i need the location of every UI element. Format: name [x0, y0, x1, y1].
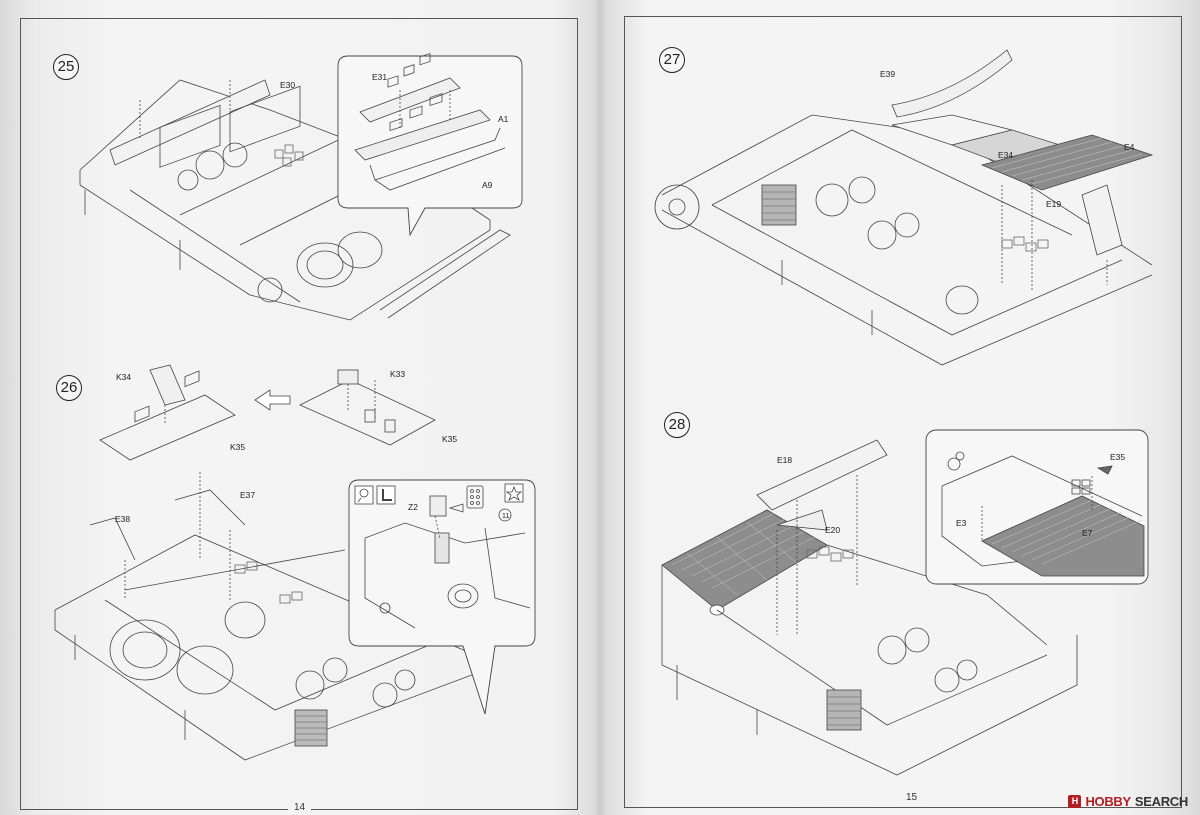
label-k35-right: K35 [442, 434, 457, 444]
label-z2: Z2 [408, 502, 418, 512]
page-number: 15 [900, 792, 924, 804]
watermark-brand: HOBBY [1085, 794, 1131, 809]
label-k33: K33 [390, 369, 405, 379]
detail-inset: E35 E3 E7 [925, 429, 1149, 585]
label-e37: E37 [240, 490, 255, 500]
label-e7: E7 [1082, 528, 1093, 538]
label-e34: E34 [998, 150, 1013, 160]
detail-inset: E31 A1 A9 [337, 52, 523, 237]
hull-grating-drawing: E18 E20 [661, 439, 1078, 776]
hobbysearch-watermark: H HOBBY SEARCH [1068, 794, 1188, 809]
left-page: 25 [0, 0, 598, 815]
label-e39: E39 [880, 69, 895, 79]
step-27: 27 [602, 0, 1200, 380]
page-number: 14 [288, 802, 312, 814]
step-25: 25 [0, 0, 598, 360]
label-e35: E35 [1110, 452, 1125, 462]
step-number: 28 [664, 412, 690, 438]
label-e3: E3 [956, 518, 967, 528]
step-number: 25 [53, 54, 79, 80]
hobbysearch-logo-icon: H [1068, 795, 1082, 808]
page-frame [624, 16, 1182, 808]
step-number: 27 [659, 47, 685, 73]
label-e30: E30 [280, 80, 295, 90]
label-e4: E4 [1124, 142, 1135, 152]
label-a9: A9 [482, 180, 493, 190]
step-28: 28 [602, 390, 1200, 800]
label-e20: E20 [825, 525, 840, 535]
right-page: 27 [602, 0, 1200, 815]
step-number: 26 [56, 375, 82, 401]
label-k34: K34 [116, 372, 131, 382]
label-ref-11: 11 [502, 513, 509, 520]
hull-engine-bay-drawing: E30 [79, 79, 511, 321]
detail-inset: Z2 11 [348, 479, 536, 715]
hull-deck-drawing: E39 E34 E4 E19 [654, 49, 1154, 366]
label-k35-left: K35 [230, 442, 245, 452]
step-26: 26 [0, 360, 598, 800]
exploded-panels-drawing: K34 K35 K33 K35 [99, 364, 457, 461]
watermark-search: SEARCH [1134, 794, 1188, 809]
label-e19: E19 [1046, 199, 1061, 209]
label-e18: E18 [777, 455, 792, 465]
label-a1: A1 [498, 114, 509, 124]
label-e31: E31 [372, 72, 387, 82]
label-e38: E38 [115, 514, 130, 524]
